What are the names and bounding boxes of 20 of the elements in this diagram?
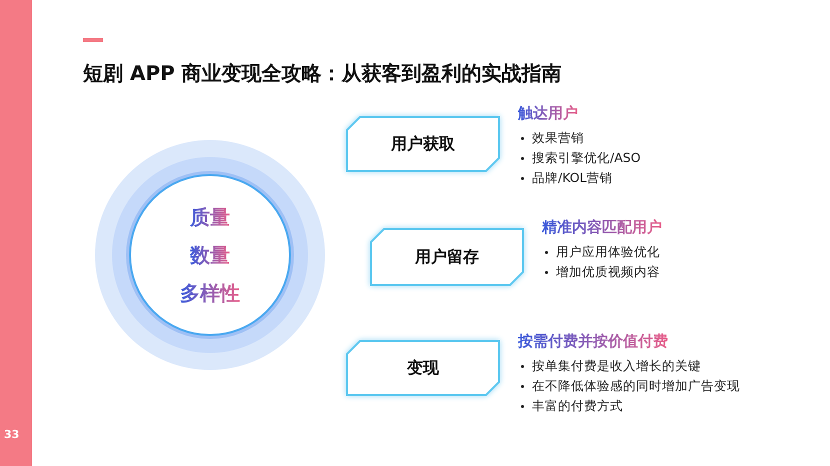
target-circle xyxy=(95,140,325,370)
box-label: 用户获取 xyxy=(391,134,455,154)
section-heading: 精准内容匹配用户 xyxy=(542,218,662,237)
bullet-item: 按单集付费是收入增长的关键 xyxy=(532,357,701,375)
bullet-item: 效果营销 xyxy=(532,129,584,147)
bullet-item: 搜索引擎优化/ASO xyxy=(532,149,641,167)
bullet-item: 用户应用体验优化 xyxy=(556,243,660,261)
bullet-item: 品牌/KOL营销 xyxy=(532,169,613,187)
box-label: 用户留存 xyxy=(415,246,479,268)
section-heading: 按需付费并按价值付费 xyxy=(518,332,668,351)
chevron-box xyxy=(346,340,500,396)
slide-title: 短剧 APP 商业变现全攻略：从获客到盈利的实战指南 xyxy=(83,60,562,87)
bullet-item: 在不降低体验感的同时增加广告变现 xyxy=(532,377,740,395)
chevron-box xyxy=(346,116,500,172)
section-heading: 触达用户 xyxy=(518,104,578,123)
box-label: 变现 xyxy=(407,358,439,378)
bullet-item: 增加优质视频内容 xyxy=(556,263,660,281)
bullet-item: 丰富的付费方式 xyxy=(532,397,623,415)
page-number: 33 xyxy=(4,428,20,441)
chevron-box xyxy=(370,228,524,286)
